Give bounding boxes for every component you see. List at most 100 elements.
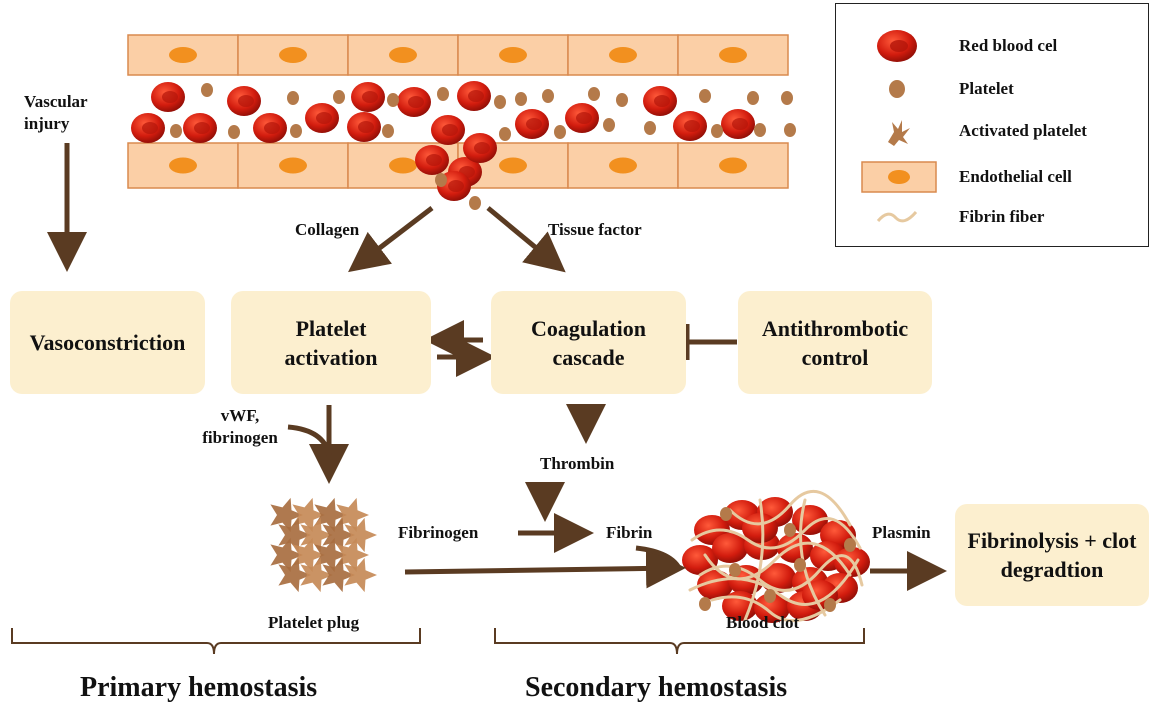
vessel-blood-cells <box>131 81 796 210</box>
red-blood-cell-center <box>468 90 484 102</box>
legend: Red blood cel Platelet Activated platele… <box>835 3 1149 247</box>
red-blood-cell-center <box>576 112 592 124</box>
label-blood-clot: Blood clot <box>726 613 800 632</box>
platelet <box>499 127 511 141</box>
clot-platelet <box>784 523 796 537</box>
endothelial-nucleus <box>389 157 417 174</box>
legend-icons <box>861 30 937 223</box>
red-blood-cell-center <box>474 142 490 154</box>
label-thrombin: Thrombin <box>540 454 615 473</box>
activated-platelet <box>344 557 377 593</box>
platelet <box>781 91 793 105</box>
box-platelet-activation: Platelet activation <box>231 291 431 394</box>
endothelial-nucleus <box>609 157 637 174</box>
legend-label-rbc: Red blood cel <box>959 36 1058 55</box>
clot-red-blood-cell <box>712 533 748 563</box>
label-fibrinogen: Fibrinogen <box>398 523 479 542</box>
fibrin-fiber-icon <box>876 211 918 223</box>
activated-platelet <box>270 537 303 573</box>
section-secondary-hemostasis: Secondary hemostasis <box>525 672 788 703</box>
platelet <box>201 83 213 97</box>
red-blood-cell-center <box>194 122 210 134</box>
platelet <box>287 91 299 105</box>
clot-red-blood-cell <box>777 533 813 563</box>
red-blood-cell-center <box>316 112 332 124</box>
endothelial-cell <box>237 34 349 76</box>
activated-platelet <box>314 537 347 573</box>
activated-platelet <box>292 497 325 533</box>
red-blood-cell-center <box>426 154 442 166</box>
section-braces <box>11 628 865 655</box>
red-blood-cell-center <box>408 96 424 108</box>
activated-platelet <box>292 537 325 573</box>
label-collagen: Collagen <box>295 220 360 239</box>
fibrin-fiber <box>703 541 852 581</box>
endothelial-nucleus <box>719 157 747 174</box>
platelet <box>435 173 447 187</box>
platelet <box>290 124 302 138</box>
label-plasmin: Plasmin <box>872 523 931 542</box>
activated-platelet <box>322 557 355 593</box>
platelet <box>554 125 566 139</box>
label-vwf-fibrinogen: vWF, fibrinogen <box>202 406 278 447</box>
clot-platelet <box>720 507 732 521</box>
fibrin-fiber <box>728 489 852 527</box>
red-blood-cell-center <box>654 95 670 107</box>
activated-platelet <box>314 497 347 533</box>
primary-brace <box>11 628 421 655</box>
arrow-collagen <box>348 206 434 273</box>
legend-label-fibrin: Fibrin fiber <box>959 207 1045 226</box>
platelet <box>542 89 554 103</box>
endothelial-nucleus <box>609 47 637 63</box>
platelet <box>754 123 766 137</box>
endothelial-nucleus <box>279 47 307 63</box>
platelet <box>515 92 527 106</box>
platelet <box>382 124 394 138</box>
clot-platelet <box>699 597 711 611</box>
platelet <box>588 87 600 101</box>
activated-platelet <box>278 557 311 593</box>
fibrin-fiber <box>710 595 842 623</box>
red-blood-cell-icon <box>877 30 917 62</box>
platelet <box>603 118 615 132</box>
platelet <box>747 91 759 105</box>
clot-platelet <box>794 558 806 572</box>
clot-platelet <box>729 563 741 577</box>
label-fibrin: Fibrin <box>606 523 653 542</box>
arrows <box>47 143 947 591</box>
platelet <box>616 93 628 107</box>
platelet <box>437 87 449 101</box>
endothelial-nucleus <box>499 157 527 174</box>
clot-red-blood-cell <box>697 570 733 600</box>
platelet <box>494 95 506 109</box>
red-blood-cell-center <box>526 118 542 130</box>
clot-red-blood-cell <box>682 545 718 575</box>
secondary-brace <box>494 628 865 655</box>
box-vasoconstriction: Vasoconstriction <box>10 291 205 394</box>
platelet <box>333 90 345 104</box>
platelet <box>711 124 723 138</box>
red-blood-cell-center <box>684 120 700 132</box>
activated-platelet <box>300 557 333 593</box>
activated-platelet <box>270 497 303 533</box>
platelet <box>469 196 481 210</box>
platelet-icon <box>889 80 905 98</box>
red-blood-cell-center <box>442 124 458 136</box>
arrow-plug-to-clot <box>404 548 686 589</box>
red-blood-cell-center <box>448 180 464 192</box>
activated-platelet <box>336 537 369 573</box>
endothelial-nucleus <box>279 157 307 174</box>
arrow-vwf-curve <box>287 424 332 456</box>
legend-label-activated-platelet: Activated platelet <box>959 121 1087 140</box>
red-blood-cell-center <box>238 95 254 107</box>
red-blood-cell-center <box>358 121 374 133</box>
clot-platelet <box>764 589 776 603</box>
section-primary-hemostasis: Primary hemostasis <box>80 672 318 703</box>
clot-platelet <box>824 598 836 612</box>
platelet <box>170 124 182 138</box>
blood-clot-image <box>682 489 870 623</box>
box-coagulation-cascade: Coagulation cascade <box>491 291 686 394</box>
red-blood-cell-center <box>264 122 280 134</box>
platelet <box>699 89 711 103</box>
